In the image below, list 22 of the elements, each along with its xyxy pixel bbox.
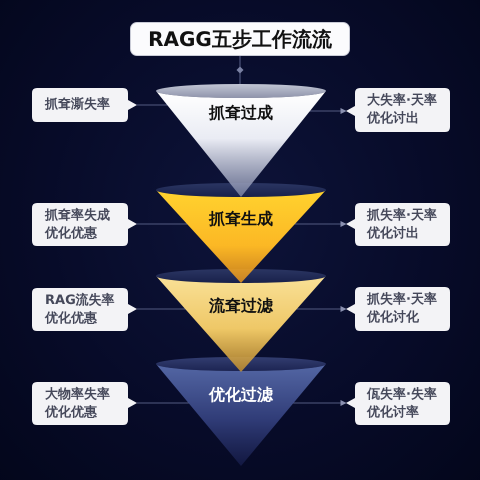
- callout-box: 抓失率·天率优化讨出: [346, 203, 450, 246]
- arrow: [292, 400, 346, 406]
- callout-box: 抓耷澌失率: [32, 88, 137, 122]
- connector-line: [137, 223, 190, 225]
- connector-line: [137, 104, 170, 106]
- callout-box: RAG流失率优化优惠: [32, 288, 137, 331]
- arrow: [292, 221, 346, 227]
- connector-line: [137, 308, 188, 310]
- connector-line: [239, 56, 241, 84]
- callout-box: 佤失率·失率优化讨率: [346, 382, 450, 425]
- callout-box: 大失率·天率优化讨出: [346, 88, 450, 132]
- callout-box: 抓失率·天率优化讨化: [346, 287, 450, 331]
- callout-box: 大物率失率优化优惠: [32, 382, 137, 425]
- arrow: [308, 108, 346, 114]
- funnel-label: 抓耷过成: [209, 102, 273, 123]
- title-box: RAGG五步工作流流: [130, 22, 350, 56]
- funnel-label: 抓耷生成: [209, 208, 273, 229]
- connector-line: [137, 402, 190, 404]
- funnel-label: 流耷过滤: [209, 295, 273, 316]
- callout-box: 抓耷率失成优化优惠: [32, 203, 137, 246]
- funnel-label: 优化过滤: [209, 384, 273, 405]
- arrow: [294, 306, 346, 312]
